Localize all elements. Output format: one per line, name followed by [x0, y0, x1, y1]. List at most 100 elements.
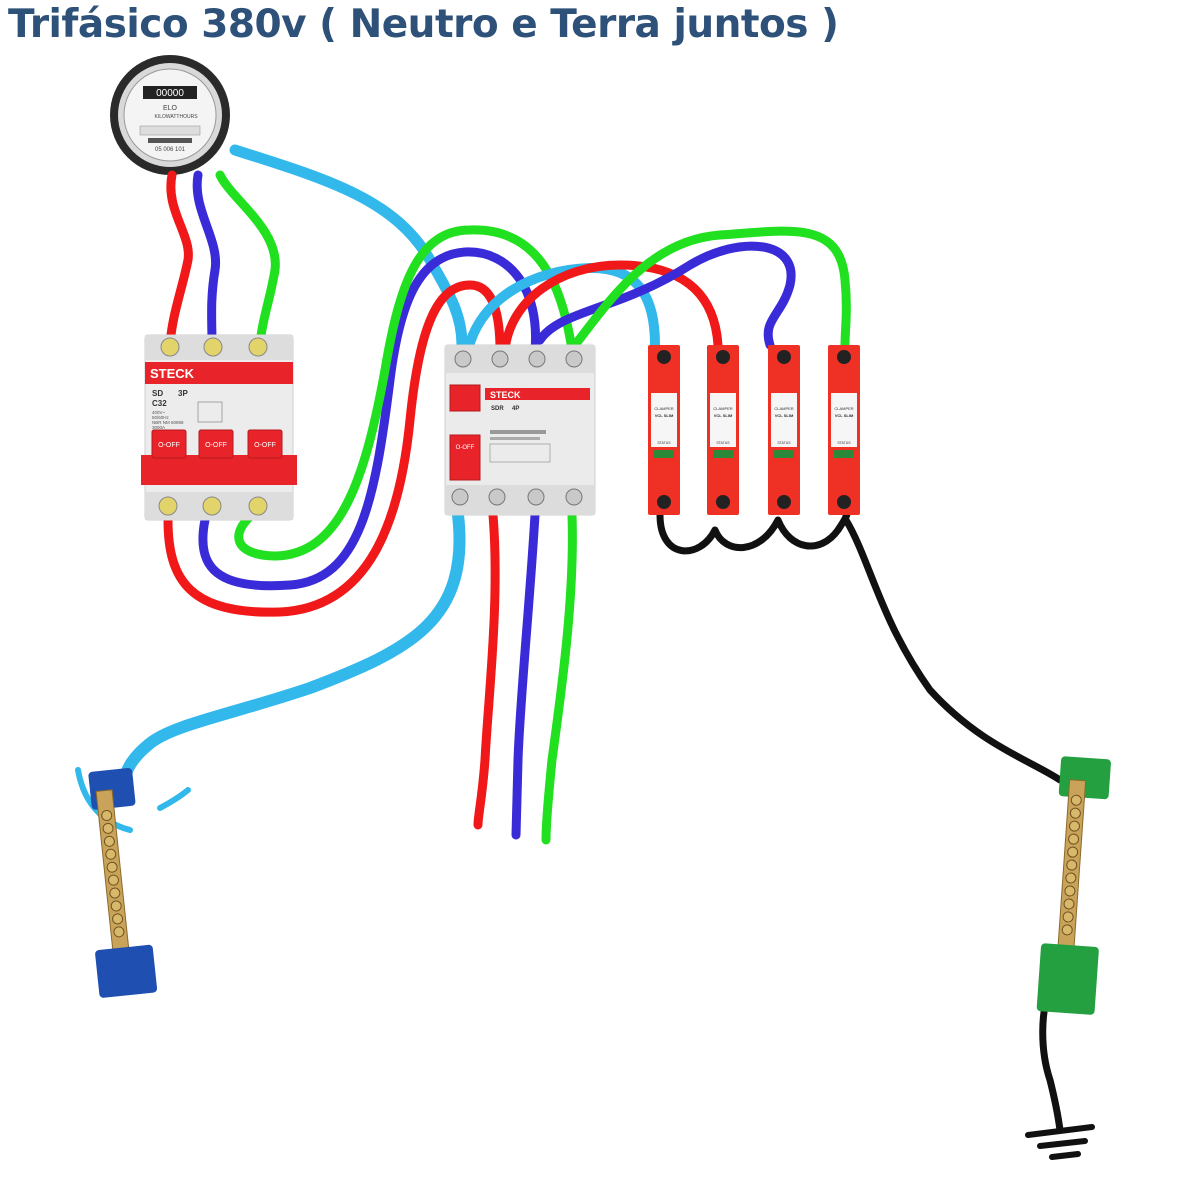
meter-unit-text: KILOWATTHOURS	[154, 114, 198, 120]
ground-symbol-icon	[1025, 1124, 1095, 1160]
dr-brand: STECK	[490, 390, 521, 400]
breaker-rating: C32	[152, 399, 167, 408]
ground-bar	[1036, 756, 1111, 1015]
dps-model: VCL SLIM	[775, 413, 794, 418]
busbar-screw	[102, 822, 114, 834]
diagram-title: Trifásico 380v ( Neutro e Terra juntos )	[8, 2, 839, 47]
wire-dr-red-to-dps	[500, 260, 723, 355]
breaker-handle-bar	[141, 455, 297, 485]
dps-status-label: STATUS	[777, 441, 791, 445]
dps-label-panel	[710, 393, 736, 447]
breaker-spec-0: 400V~	[152, 410, 166, 415]
breaker-top-screw-2	[203, 337, 223, 357]
wire-meter-neutral	[229, 144, 468, 351]
breaker-brand: STECK	[150, 366, 195, 381]
wire-breaker-green-to-dr	[234, 225, 577, 561]
neutral-bar	[88, 767, 158, 998]
busbar-screw	[110, 900, 122, 912]
dps-label-panel	[651, 393, 677, 447]
dr-model: SDR	[491, 406, 504, 412]
dps-brand: CLAMPER	[713, 406, 732, 411]
busbar-screw	[106, 861, 118, 873]
breaker-spec-3: 3000A	[152, 425, 165, 430]
dps-model: VCL SLIM	[714, 413, 733, 418]
breaker-bottom-screw-2	[202, 496, 222, 516]
dps-label-panel	[771, 393, 797, 447]
breaker-off-label-3: O-OFF	[254, 442, 276, 449]
busbar-screw	[101, 809, 113, 821]
ground-bar-screws	[1061, 794, 1082, 936]
busbar-screw	[1069, 807, 1081, 819]
dps-status-label: STATUS	[657, 441, 671, 445]
breaker-toggle-2[interactable]	[198, 429, 234, 459]
dps-bottom-screw	[777, 495, 791, 509]
busbar-screw	[1070, 794, 1082, 806]
wire-output-blue	[511, 510, 540, 840]
dr-bottom-screw-3	[527, 488, 545, 506]
breaker-top-screw-1	[160, 337, 180, 357]
wire-dps-to-ground-bar	[842, 516, 1064, 784]
dps-brand: CLAMPER	[834, 406, 853, 411]
busbar-screw	[1065, 872, 1077, 884]
breaker-bottom-screw-1	[158, 496, 178, 516]
meter-brand: ELO	[163, 105, 178, 112]
dps-model: VCL SLIM	[835, 413, 854, 418]
wire-dr-green-to-dps	[570, 226, 851, 350]
meter-counter: 00000	[156, 88, 184, 99]
breaker-model: SD	[152, 389, 163, 398]
breaker-off-label-2: O-OFF	[205, 442, 227, 449]
dr-top-screw-2	[491, 350, 509, 368]
wire-output-red	[473, 510, 500, 830]
breaker-toggle-3[interactable]	[247, 429, 283, 459]
wire-dr-blue-to-dps	[535, 241, 796, 350]
dps-model: VCL SLIM	[655, 413, 674, 418]
wire-meter-green	[215, 170, 280, 350]
busbar-screw	[109, 887, 121, 899]
busbar-screw	[1066, 859, 1078, 871]
dr-4p: STECK SDR 4P O-OFF	[444, 344, 596, 516]
dps-status-window	[834, 450, 854, 458]
dps-status-label: STATUS	[837, 441, 851, 445]
dps-2: CLAMPER VCL SLIM STATUS	[707, 345, 739, 515]
dps-top-screw	[716, 350, 730, 364]
dps-top-screw	[837, 350, 851, 364]
energy-meter-icon: 00000 ELO KILOWATTHOURS 05 006 101	[110, 55, 230, 175]
wire-dps-ground-jumpers	[656, 510, 851, 555]
dr-toggle[interactable]	[449, 434, 481, 481]
busbar-screw	[1068, 820, 1080, 832]
dps-bottom-screw	[837, 495, 851, 509]
dps-3: CLAMPER VCL SLIM STATUS	[768, 345, 800, 515]
breaker-spec-1: 50/60Hz	[152, 415, 170, 420]
breaker-bottom-screw-3	[248, 496, 268, 516]
dps-status-window	[713, 450, 733, 458]
wire-breaker-red-to-dr	[163, 280, 505, 617]
dps-status-window	[774, 450, 794, 458]
busbar-screw	[1062, 911, 1074, 923]
dps-top-screw	[657, 350, 671, 364]
breaker-off-label-1: O-OFF	[158, 442, 180, 449]
dr-top-screw-3	[528, 350, 546, 368]
meter-serial: 05 006 101	[155, 147, 186, 153]
dr-test-button[interactable]	[449, 384, 481, 412]
breaker-top-screw-3	[248, 337, 268, 357]
dr-bottom-screw-4	[565, 488, 583, 506]
neutral-bar-bottom-insulator	[95, 944, 158, 998]
dps-1: CLAMPER VCL SLIM STATUS	[648, 345, 680, 515]
dps-top-screw	[777, 350, 791, 364]
breaker-toggle-1[interactable]	[151, 429, 187, 459]
dps-brand: CLAMPER	[654, 406, 673, 411]
breaker-brand-band	[145, 362, 293, 384]
neutral-bar-screws	[101, 809, 125, 938]
dps-bottom-screw	[657, 495, 671, 509]
busbar-screw	[1063, 898, 1075, 910]
dps-4: CLAMPER VCL SLIM STATUS	[828, 345, 860, 515]
busbar-screw	[1064, 885, 1076, 897]
wire-meter-red	[165, 170, 193, 350]
dps-bottom-screw	[716, 495, 730, 509]
busbar-screw	[112, 913, 124, 925]
busbar-screw	[105, 848, 117, 860]
dr-bottom-screw-1	[451, 488, 469, 506]
dps-brand: CLAMPER	[774, 406, 793, 411]
busbar-screw	[1061, 924, 1073, 936]
